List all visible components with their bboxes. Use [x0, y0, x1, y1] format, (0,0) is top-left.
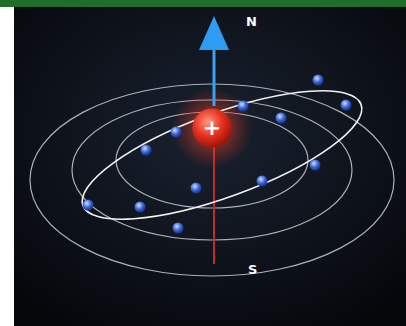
electron	[257, 176, 268, 187]
dark-panel	[14, 7, 406, 326]
electron	[171, 127, 182, 138]
pole-label: S	[248, 262, 257, 277]
electron	[341, 100, 352, 111]
orbit-ring	[30, 84, 394, 276]
electron	[173, 223, 184, 234]
electron	[276, 113, 287, 124]
electron	[135, 202, 146, 213]
pole-label: N	[246, 14, 257, 29]
electron	[238, 101, 249, 112]
electron	[191, 183, 202, 194]
north-arrowhead	[199, 16, 229, 50]
nucleus-circle: +	[192, 108, 232, 148]
electron	[310, 160, 321, 171]
electron	[313, 75, 324, 86]
top-bar	[0, 0, 406, 7]
tilted-orbit	[69, 65, 376, 245]
charge-sign: +	[203, 117, 221, 139]
electron	[83, 200, 94, 211]
electron	[141, 145, 152, 156]
north-axis	[213, 48, 216, 106]
nucleus-glow	[172, 88, 252, 168]
